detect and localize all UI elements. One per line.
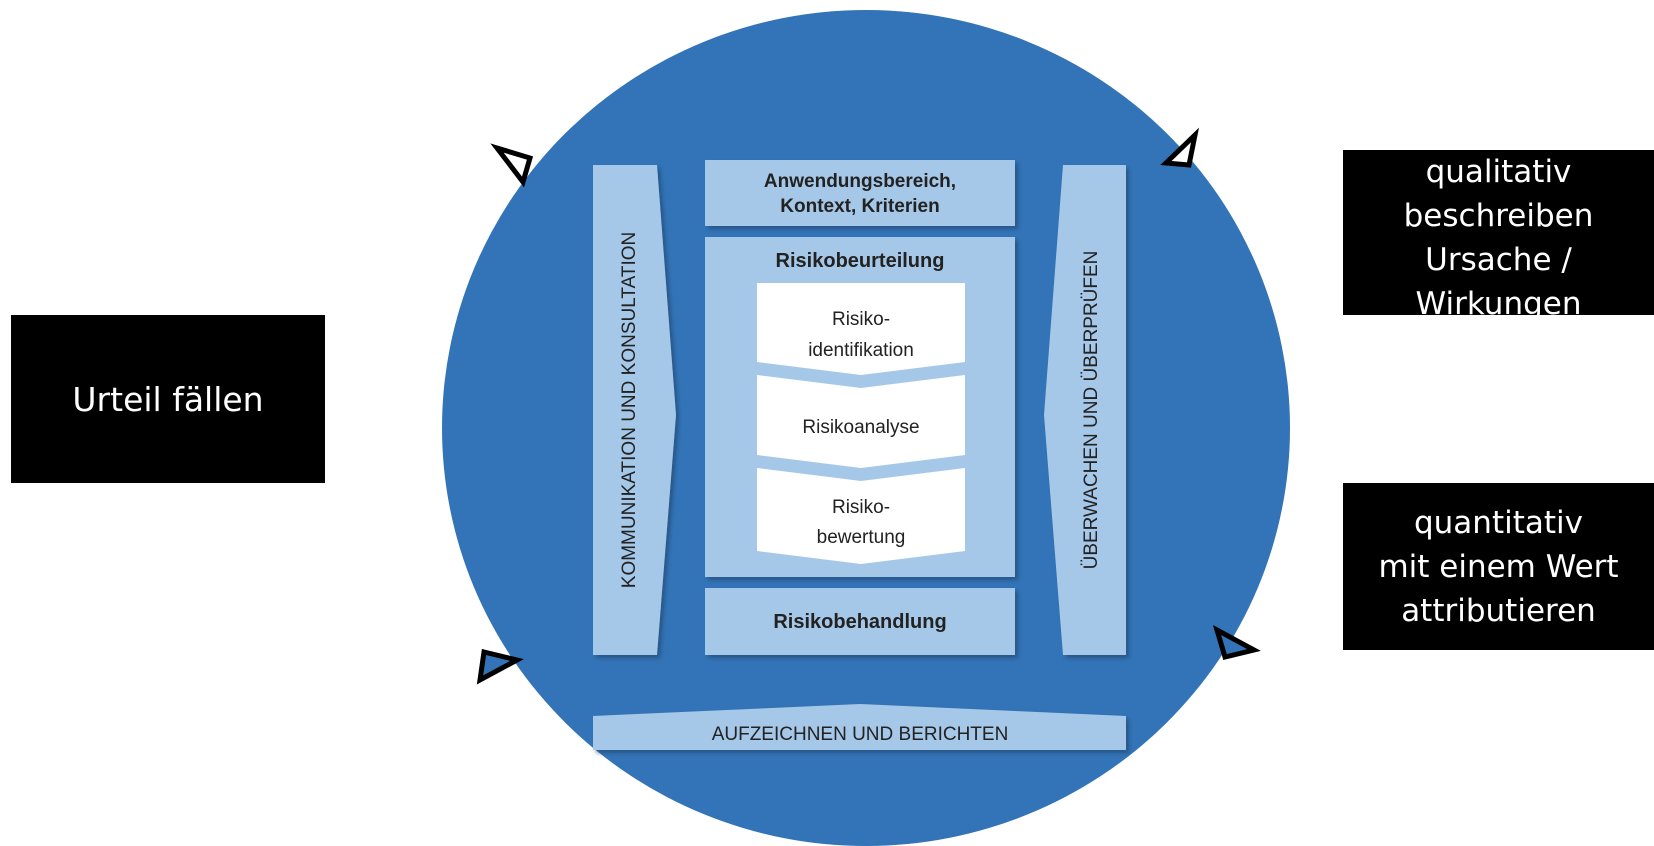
context-label-line2: Kontext, Kriterien bbox=[780, 196, 939, 217]
identification-step bbox=[757, 283, 965, 375]
communication-bar bbox=[593, 165, 676, 655]
context-label-line1: Anwendungsbereich, bbox=[764, 171, 956, 192]
analysis-step bbox=[757, 375, 965, 468]
monitoring-label: ÜBERWACHEN UND ÜBERPRÜFEN bbox=[1081, 251, 1102, 570]
quantitative-line: mit einem Wert bbox=[1378, 548, 1619, 585]
quantitative-line: quantitativ bbox=[1413, 504, 1583, 541]
evaluation-label-line2: bewertung bbox=[817, 527, 906, 548]
identification-label-line1: Risiko- bbox=[832, 309, 890, 330]
quantitative-box: quantitativ mit einem Wert attributieren bbox=[1343, 483, 1654, 650]
cycle-arrow-top-right bbox=[1160, 127, 1200, 168]
evaluation-label-line1: Risiko- bbox=[832, 497, 890, 518]
judgement-box: Urteil fällen bbox=[11, 315, 325, 483]
qualitative-line: Ursache / bbox=[1425, 242, 1572, 278]
cycle-arrow-bottom-right bbox=[1212, 624, 1261, 660]
context-box bbox=[705, 160, 1015, 226]
qualitative-box: qualitativ beschreiben Ursache / Wirkung… bbox=[1343, 150, 1654, 315]
identification-label-line2: identifikation bbox=[808, 340, 914, 361]
cycle-arrow-bottom-left bbox=[476, 648, 524, 685]
judgement-text: Urteil fällen bbox=[72, 379, 264, 419]
qualitative-line: Wirkungen bbox=[1415, 286, 1582, 315]
treatment-label: Risikobehandlung bbox=[773, 611, 946, 633]
treatment-box bbox=[705, 588, 1015, 655]
monitoring-bar bbox=[1044, 165, 1126, 655]
quantitative-line: attributieren bbox=[1401, 592, 1596, 629]
cycle-arrow-top-left bbox=[490, 143, 534, 188]
qualitative-line: qualitativ bbox=[1425, 154, 1572, 190]
assessment-title: Risikobeurteilung bbox=[776, 250, 945, 272]
recording-label: AUFZEICHNEN UND BERICHTEN bbox=[712, 724, 1009, 745]
recording-bar bbox=[593, 704, 1126, 750]
evaluation-step bbox=[757, 468, 965, 564]
analysis-label: Risikoanalyse bbox=[802, 417, 919, 438]
communication-label: KOMMUNIKATION UND KONSULTATION bbox=[619, 232, 640, 588]
qualitative-line: beschreiben bbox=[1403, 198, 1594, 234]
